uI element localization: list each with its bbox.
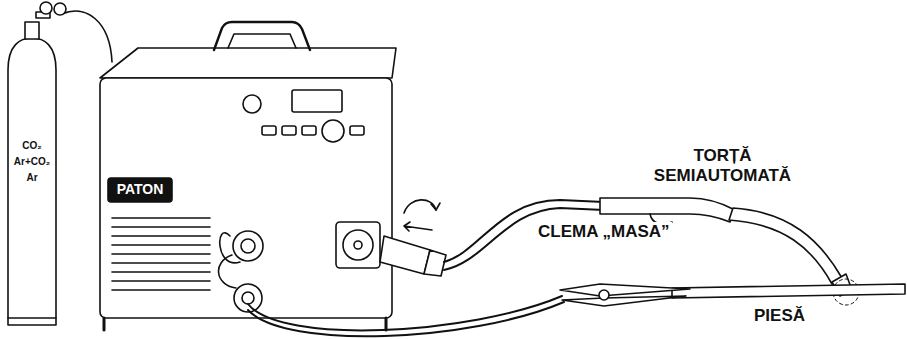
machine-top (100, 48, 396, 78)
vent-slot (112, 280, 210, 282)
logo-plate (108, 178, 172, 202)
machine-front (100, 78, 392, 318)
clamp-pivot (599, 290, 609, 300)
polarity-cable (219, 233, 240, 288)
vent-slot (112, 262, 210, 264)
rotate-arrow (404, 200, 436, 213)
gas-hose (62, 11, 112, 62)
button (302, 126, 316, 135)
vent-slot (112, 235, 210, 237)
gas-name: CO₂ (8, 140, 56, 152)
torch-plug (424, 250, 446, 276)
torch-neck (729, 208, 842, 284)
ground-clamp (562, 296, 686, 306)
vent-slot (112, 289, 210, 291)
part-label: TORȚĂ SEMIAUTOMATĂ (628, 146, 817, 187)
display (292, 90, 342, 112)
gas-name: Ar (8, 172, 56, 184)
gas-name: Ar+CO₂ (8, 156, 56, 168)
knob (322, 120, 344, 142)
gauge (40, 2, 52, 14)
machine-feet (104, 318, 386, 330)
euro-connector (336, 222, 380, 268)
button (350, 126, 364, 135)
euro-connector (354, 241, 362, 249)
machine-handle (214, 22, 310, 50)
workpiece (672, 284, 905, 298)
vent-slot (112, 217, 210, 219)
button (262, 126, 276, 135)
cylinder-base (8, 317, 56, 319)
gas-cylinder (8, 2, 66, 325)
knob (243, 95, 261, 113)
part-label: CLEMA „MASA” (536, 222, 672, 242)
cylinder-body (8, 38, 56, 325)
torch-plug (380, 236, 430, 274)
machine-handle (228, 34, 296, 48)
ground-clamp (560, 284, 690, 296)
cylinder-valve (25, 22, 39, 39)
vent-slot (112, 244, 210, 246)
button (282, 126, 296, 135)
welding-machine (100, 22, 396, 330)
power-socket (234, 284, 262, 312)
ground-cable (248, 296, 562, 330)
ground-cable (248, 302, 564, 336)
gauge (54, 3, 66, 15)
power-socket (242, 292, 254, 304)
vent-slot (112, 226, 210, 228)
power-socket (241, 239, 255, 253)
vent-slot (112, 253, 210, 255)
euro-connector (343, 230, 373, 260)
vent-slot (112, 271, 210, 273)
power-socket (233, 231, 263, 261)
torch-handle (600, 198, 735, 222)
part-label: PIESĂ (752, 306, 807, 326)
vent-grille (112, 218, 210, 290)
brand-logo: PATON (108, 181, 172, 198)
rotate-arrow (431, 203, 440, 210)
insert-arrow (404, 222, 432, 231)
